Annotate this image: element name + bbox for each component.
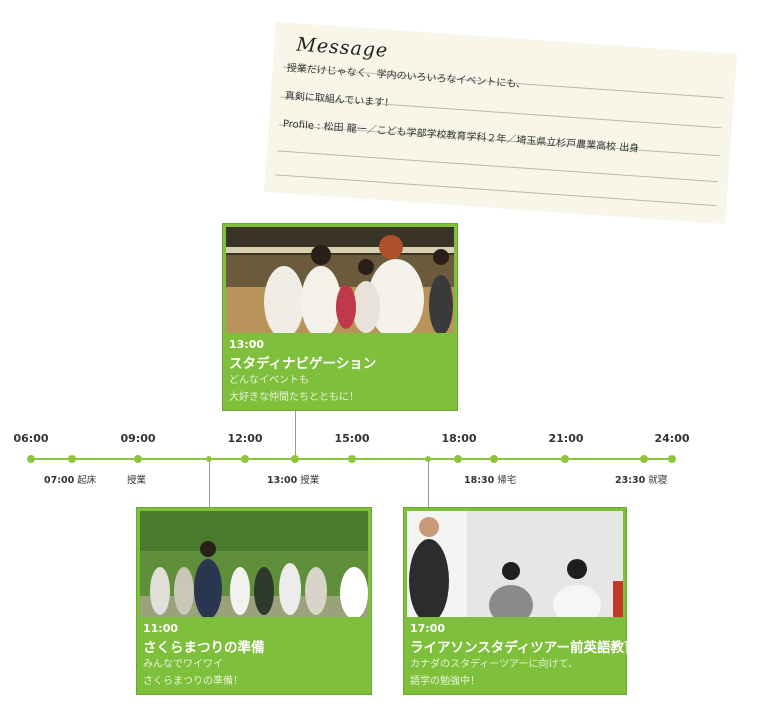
card-rule (276, 150, 718, 183)
message-line-1: 授業だけじゃなく、学内のいろいろなイベントにも、 (286, 62, 527, 91)
timeline-dot (134, 455, 142, 463)
message-card: Message 授業だけじゃなく、学内のいろいろなイベントにも、 真剣に取組んで… (264, 22, 737, 224)
studynavi-time: 13:00 (229, 338, 265, 351)
english-time: 17:00 (410, 622, 446, 635)
message-line-2: 真剣に取組んでいます！ (284, 90, 395, 110)
card-rule (275, 174, 717, 207)
hour-label: 21:00 (548, 432, 584, 445)
sakura-sub-1: みんなでワイワイ (143, 659, 223, 670)
hour-label: 06:00 (13, 432, 49, 445)
timeline-dot (206, 456, 212, 462)
timeline-dot (425, 456, 431, 462)
profile-text: Profile : 松田 龍一／こども学部学校教育学科２年／埼玉県立杉戸農業高校… (282, 118, 640, 155)
sakura-time: 11:00 (143, 622, 179, 635)
timeline-dot (668, 455, 676, 463)
hour-label: 09:00 (120, 432, 156, 445)
english-sub-1: カナダのスタディーツアーに向けて、 (410, 659, 578, 670)
card-sakura: 11:00 さくらまつりの準備 みんなでワイワイ さくらまつりの準備！ (136, 507, 372, 695)
timeline-dot (348, 455, 356, 463)
hour-label: 24:00 (654, 432, 690, 445)
photo-studynavi (226, 227, 454, 333)
sakura-sub-2: さくらまつりの準備！ (143, 676, 243, 687)
studynavi-sub-2: 大好きな仲間たちとともに！ (229, 392, 359, 403)
photo-english (407, 511, 623, 617)
hour-label: 12:00 (227, 432, 263, 445)
timeline-dot (490, 455, 498, 463)
hour-label: 18:00 (441, 432, 477, 445)
photo-sakura (140, 511, 368, 617)
event-class-morning: 授業 (127, 475, 147, 486)
timeline-dot (454, 455, 462, 463)
connector-lion (428, 460, 429, 508)
card-english: 17:00 ライアソンスタディツアー前英語教育 カナダのスタディーツアーに向けて… (403, 507, 637, 695)
studynavi-title: スタディナビゲーション (229, 356, 377, 372)
connector-sakura (209, 460, 210, 508)
event-sleep: 23:30 就寝 (615, 475, 668, 486)
event-home: 18:30 帰宅 (464, 475, 517, 486)
sakura-title: さくらまつりの準備 (143, 640, 265, 656)
message-title: Message (295, 33, 389, 62)
timeline-dot (27, 455, 35, 463)
english-sub-2: 語学の勉強中！ (410, 676, 480, 687)
timeline-dot (241, 455, 249, 463)
studynavi-sub-1: どんなイベントも (229, 375, 309, 386)
connector-studynavi (295, 410, 296, 458)
timeline-dot (291, 455, 299, 463)
card-studynavi: 13:00 スタディナビゲーション どんなイベントも 大好きな仲間たちとともに！ (222, 223, 458, 411)
timeline-dot (561, 455, 569, 463)
event-class-afternoon: 13:00 授業 (267, 475, 320, 486)
event-wake: 07:00 起床 (44, 475, 97, 486)
english-title: ライアソンスタディツアー前英語教育 (410, 640, 638, 656)
hour-label: 15:00 (334, 432, 370, 445)
timeline-dot (640, 455, 648, 463)
timeline-dot (68, 455, 76, 463)
